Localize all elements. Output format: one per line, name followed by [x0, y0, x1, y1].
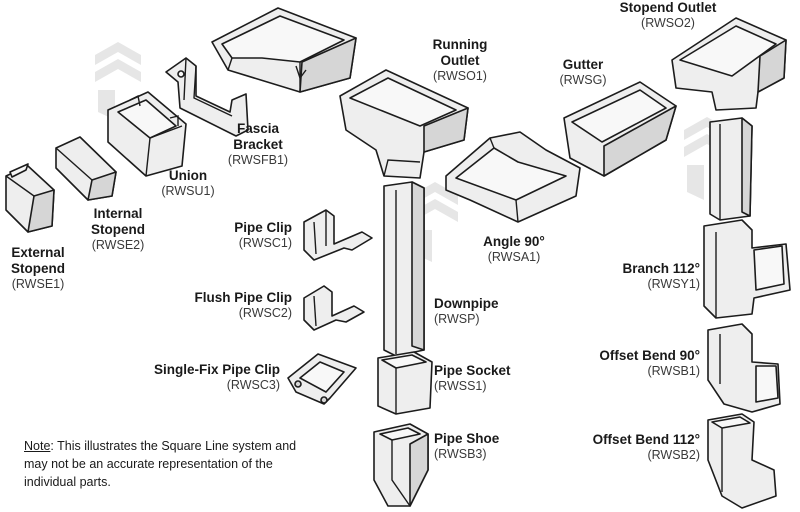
part-name: Stopend: [91, 221, 145, 237]
part-name: Flush Pipe Clip: [194, 290, 292, 305]
flush-pipe-clip-drawing: [303, 285, 365, 331]
part-name: Gutter: [562, 57, 604, 72]
part-code: (RWSA1): [487, 249, 541, 264]
part-code: (RWSO1): [433, 68, 487, 83]
part-code: (RWSU1): [161, 183, 215, 198]
label-angle-90: Angle 90° (RWSA1): [472, 234, 556, 265]
part-code: (RWSB3): [434, 446, 487, 461]
pipe-shoe-drawing: [373, 423, 429, 507]
part-name: Offset Bend 90°: [599, 348, 700, 363]
part-name: Pipe Socket: [434, 363, 511, 378]
label-flush-pipe-clip: Flush Pipe Clip (RWSC2): [170, 290, 292, 321]
label-downpipe: Downpipe (RWSP): [434, 296, 524, 327]
offset-bend-112-drawing: [707, 413, 777, 509]
label-pipe-shoe: Pipe Shoe (RWSB3): [434, 431, 524, 462]
part-name: Stopend: [11, 260, 65, 276]
angle-90-drawing: [445, 131, 581, 223]
part-name: Internal: [93, 206, 143, 221]
pipe-clip-drawing: [303, 209, 373, 261]
part-code: (RWSO2): [641, 15, 695, 30]
downpipe-drawing: [383, 181, 425, 357]
label-internal-stopend: Internal Stopend (RWSE2): [80, 206, 156, 253]
part-name: Branch 112°: [622, 261, 700, 276]
branch-112-drawing: [703, 219, 791, 319]
label-running-outlet: Running Outlet (RWSO1): [420, 37, 500, 84]
label-stopend-outlet: Stopend Outlet (RWSO2): [606, 0, 730, 31]
disclaimer-note: Note: This illustrates the Square Line s…: [24, 437, 314, 491]
part-name: Downpipe: [434, 296, 499, 311]
part-code: (RWSB1): [647, 363, 700, 378]
note-text: : This illustrates the Square Line syste…: [24, 439, 297, 489]
part-code: (RWSB2): [647, 447, 700, 462]
external-stopend-drawing: [5, 163, 55, 233]
part-name: Pipe Shoe: [434, 431, 500, 446]
part-code: (RWSFB1): [227, 152, 289, 167]
part-code: (RWSC1): [238, 235, 292, 250]
stopend-outlet-drawing: [671, 17, 787, 111]
part-code: (RWSC2): [238, 305, 292, 320]
part-name: Angle 90°: [483, 234, 545, 249]
label-external-stopend: External Stopend (RWSE1): [0, 245, 76, 292]
label-offset-bend-90: Offset Bend 90° (RWSB1): [576, 348, 700, 379]
part-code: (RWSP): [434, 311, 480, 326]
part-name: Running: [432, 37, 488, 52]
part-code: (RWSC3): [226, 377, 280, 392]
part-name: Fascia: [236, 121, 280, 136]
gutter-drawing: [563, 81, 677, 177]
label-gutter: Gutter (RWSG): [545, 57, 621, 88]
part-code: (RWSS1): [434, 378, 487, 393]
running-outlet-drawing: [339, 69, 469, 179]
label-fascia-bracket: Fascia Bracket (RWSFB1): [218, 121, 298, 168]
union-drawing: [107, 91, 187, 177]
part-name: Outlet: [440, 52, 480, 68]
label-offset-bend-112: Offset Bend 112° (RWSB2): [566, 432, 700, 463]
part-code: (RWSE1): [11, 276, 65, 291]
part-name: Pipe Clip: [234, 220, 292, 235]
part-name: Stopend Outlet: [619, 0, 717, 15]
note-prefix: Note: [24, 439, 51, 453]
label-branch-112: Branch 112° (RWSY1): [590, 261, 700, 292]
label-union: Union (RWSU1): [150, 168, 226, 199]
label-pipe-socket: Pipe Socket (RWSS1): [434, 363, 530, 394]
part-code: (RWSE2): [91, 237, 145, 252]
fascia-bracket-drawing: [165, 57, 249, 137]
corner-gutter-drawing: [211, 7, 357, 93]
right-downpipe-drawing: [709, 117, 753, 221]
single-fix-clip-drawing: [287, 353, 357, 405]
part-code: (RWSG): [559, 72, 607, 87]
part-code: (RWSY1): [647, 276, 700, 291]
offset-bend-90-drawing: [707, 323, 781, 413]
internal-stopend-drawing: [55, 136, 117, 201]
part-name: Single-Fix Pipe Clip: [153, 362, 280, 377]
part-name: Union: [168, 168, 208, 183]
label-pipe-clip: Pipe Clip (RWSC1): [200, 220, 292, 251]
part-name: Offset Bend 112°: [592, 432, 700, 447]
label-single-fix-pipe-clip: Single-Fix Pipe Clip (RWSC3): [130, 362, 280, 393]
part-name: Bracket: [233, 136, 283, 152]
pipe-socket-drawing: [377, 351, 433, 415]
part-name: External: [11, 245, 65, 260]
